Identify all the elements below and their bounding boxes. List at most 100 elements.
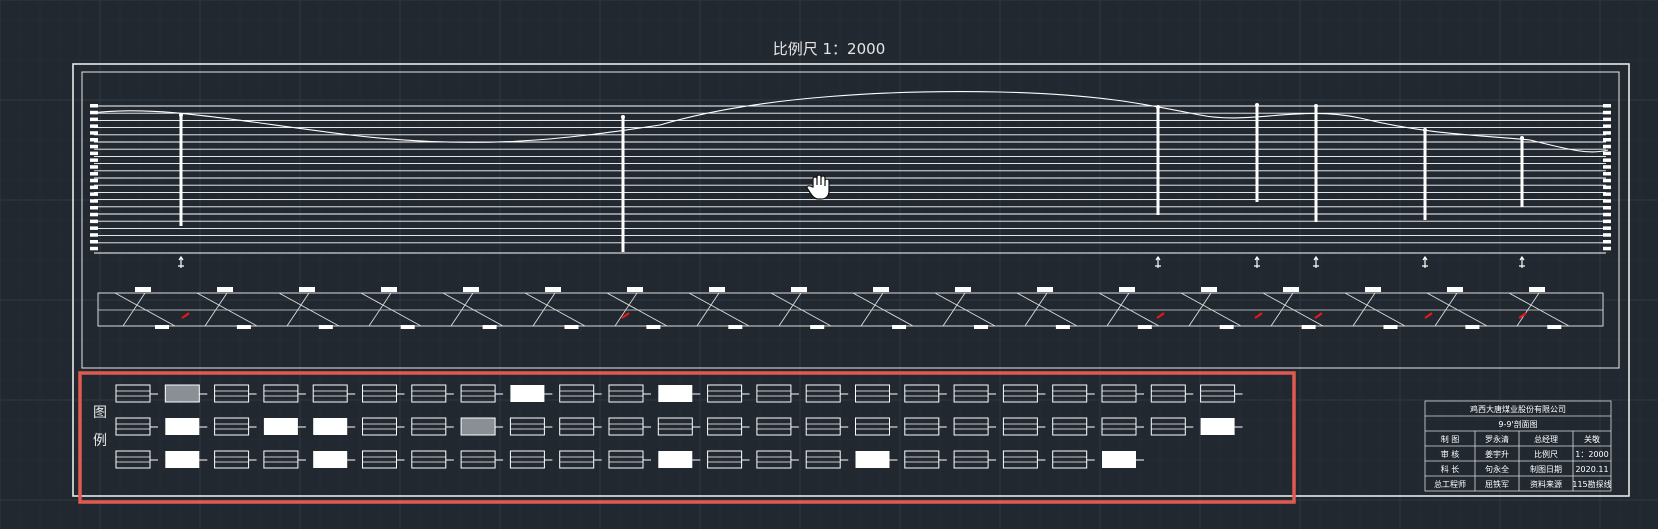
band-tab-bottom	[810, 325, 825, 329]
band-tab-top	[1119, 287, 1135, 292]
band-diagonal	[114, 292, 176, 327]
legend-swatch	[1002, 450, 1046, 469]
borehole-top-marker	[1314, 104, 1318, 108]
elevation-tick	[90, 158, 98, 162]
stratum-lines	[94, 105, 1606, 254]
band-tab-bottom	[1301, 325, 1316, 329]
legend-swatch	[608, 417, 651, 436]
legend-swatch	[756, 450, 799, 469]
legend-swatch	[608, 450, 651, 469]
band-tab-top	[299, 287, 315, 292]
legend-swatches	[115, 384, 1243, 469]
legend-swatch	[214, 450, 257, 469]
band-tab-bottom	[155, 325, 169, 329]
legend-swatch	[362, 417, 405, 436]
elevation-tick	[90, 117, 98, 122]
elevation-tick	[1603, 206, 1611, 210]
band-diagonal	[934, 292, 996, 327]
legend-swatch	[115, 384, 158, 403]
elevation-tick	[1603, 158, 1611, 162]
legend-swatch	[1200, 384, 1243, 403]
legend-swatch	[165, 418, 208, 435]
elevation-tick	[1603, 199, 1611, 203]
legend-swatch	[756, 384, 799, 403]
title-block-cell: 制 图	[1441, 434, 1460, 444]
band-diagonal	[1426, 292, 1488, 327]
legend-swatch	[460, 417, 504, 436]
elevation-tick	[90, 246, 98, 251]
legend-highlight	[78, 371, 1296, 504]
legend-swatch	[263, 450, 306, 469]
elevation-tick	[90, 172, 98, 176]
legend-label-1: 图	[93, 405, 107, 421]
band-diagonal	[286, 292, 310, 327]
band-tab-bottom	[482, 325, 497, 329]
correlation-marks	[114, 287, 1570, 329]
borehole	[1520, 139, 1524, 207]
borehole-top-marker	[179, 113, 183, 117]
band-tab-bottom	[1465, 325, 1480, 329]
band-diagonal	[852, 292, 914, 327]
band-diagonal	[442, 292, 504, 327]
legend-swatch	[1002, 384, 1046, 403]
band-diagonal	[532, 292, 556, 327]
borehole-top-marker	[1255, 103, 1259, 107]
band-tab-top	[709, 287, 725, 292]
borehole-label-marker	[1422, 255, 1428, 268]
borehole	[179, 116, 183, 226]
legend-swatch	[165, 451, 208, 468]
title-block-cell: 资料来源	[1530, 479, 1562, 489]
band-tab-bottom	[1055, 325, 1070, 329]
company-name: 鸡西大唐煤业股份有限公司	[1470, 404, 1566, 414]
legend-swatch	[411, 417, 454, 436]
legend-swatch	[362, 384, 405, 403]
elevation-tick	[1603, 212, 1611, 217]
hand-pan-icon	[806, 174, 830, 200]
band-diagonal	[1270, 292, 1294, 327]
title-block-cell: 审 核	[1441, 449, 1460, 459]
legend-swatch	[214, 384, 257, 403]
elevation-tick	[1603, 172, 1611, 176]
legend-label-2: 例	[93, 433, 107, 449]
borehole-label-marker	[1519, 255, 1525, 268]
legend-swatch	[214, 417, 257, 436]
band-diagonal	[688, 292, 750, 327]
elevation-tick	[90, 185, 98, 190]
legend-swatch	[953, 417, 997, 436]
band-diagonal	[360, 292, 422, 327]
legend-swatch	[953, 384, 997, 403]
legend-swatch	[1150, 384, 1194, 403]
band-tab-top	[463, 287, 479, 292]
elevation-tick	[1603, 144, 1611, 149]
elevation-tick	[90, 144, 98, 149]
red-marker	[1314, 312, 1323, 319]
legend-swatch	[658, 451, 701, 468]
borehole-top-marker	[1423, 128, 1427, 132]
legend-swatch	[1002, 417, 1046, 436]
title-block-cell: 比例尺	[1534, 449, 1558, 459]
legend-swatch	[559, 450, 602, 469]
elevation-tick	[1603, 233, 1611, 237]
terrain-curve	[91, 91, 1609, 153]
legend-swatch	[263, 418, 306, 435]
elevation-tick	[1603, 110, 1611, 115]
band-tab-top	[791, 287, 807, 292]
elevation-tick	[1603, 131, 1611, 135]
title-block-cell: 115勘探线	[1572, 479, 1611, 489]
legend-swatch	[904, 384, 947, 403]
elevation-tick	[90, 212, 98, 217]
band-diagonal	[1016, 292, 1078, 327]
elevation-tick	[1603, 104, 1611, 108]
legend-swatch	[313, 418, 356, 435]
legend-swatch	[1200, 418, 1243, 435]
title-block-cell: 姜宇升	[1485, 449, 1509, 459]
elevation-tick	[90, 178, 98, 183]
band-tab-top	[955, 287, 971, 292]
red-marker	[1254, 312, 1263, 319]
legend-swatch	[855, 384, 898, 403]
borehole-columns	[178, 103, 1525, 268]
legend-swatch	[460, 384, 504, 403]
legend-swatch	[115, 450, 158, 469]
